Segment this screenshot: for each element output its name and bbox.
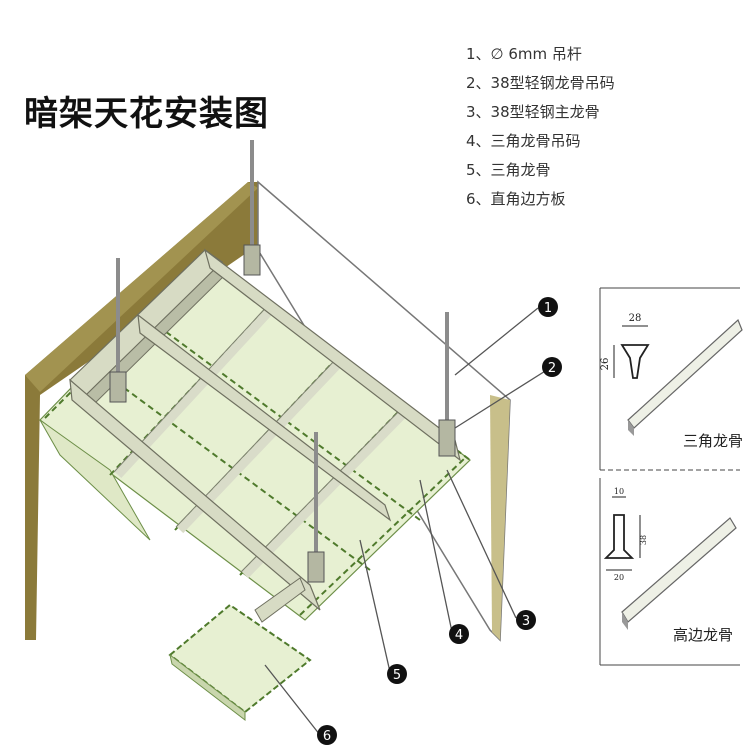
legend: 1、∅ 6mm 吊杆 2、38型轻钢龙骨吊码 3、38型轻钢主龙骨 4、三角龙骨… — [466, 40, 615, 214]
hanger-clips — [109, 244, 456, 583]
leader-lines — [264, 307, 551, 736]
legend-item: 1、∅ 6mm 吊杆 — [466, 40, 615, 69]
high-edge-keel-label: 高边龙骨 — [673, 626, 734, 644]
legend-text: 、三角龙骨吊码 — [475, 132, 581, 150]
legend-text: 、∅ 6mm 吊杆 — [475, 45, 582, 63]
legend-text: 、直角边方板 — [475, 190, 566, 208]
legend-num: 2 — [466, 74, 476, 92]
legend-item: 4、三角龙骨吊码 — [466, 127, 615, 156]
page-title: 暗架天花安装图 — [24, 94, 269, 134]
left-wall — [25, 182, 258, 640]
legend-num: 3 — [466, 103, 476, 121]
legend-item: 6、直角边方板 — [466, 185, 615, 214]
loose-square-panel — [168, 603, 312, 722]
legend-num: 1 — [466, 45, 476, 63]
legend-item: 3、38型轻钢主龙骨 — [466, 98, 615, 127]
legend-num: 5 — [466, 161, 476, 179]
legend-text: 、三角龙骨 — [475, 161, 551, 179]
legend-num: 6 — [466, 190, 476, 208]
ceiling-grid — [39, 248, 471, 623]
legend-num: 4 — [466, 132, 476, 150]
main-runner-4 — [137, 313, 392, 522]
high-edge-keel-profile — [599, 478, 740, 666]
main-runner-2 — [69, 378, 321, 611]
triangle-keel-profile — [599, 287, 743, 471]
triangle-keel-label: 三角龙骨 — [683, 432, 744, 450]
legend-item: 5、三角龙骨 — [466, 156, 615, 185]
legend-text: 、38型轻钢主龙骨 — [475, 103, 600, 121]
legend-item: 2、38型轻钢龙骨吊码 — [466, 69, 615, 98]
hanger-rods — [116, 140, 449, 560]
legend-text: 、38型轻钢龙骨吊码 — [475, 74, 615, 92]
main-runner-3 — [203, 248, 461, 462]
